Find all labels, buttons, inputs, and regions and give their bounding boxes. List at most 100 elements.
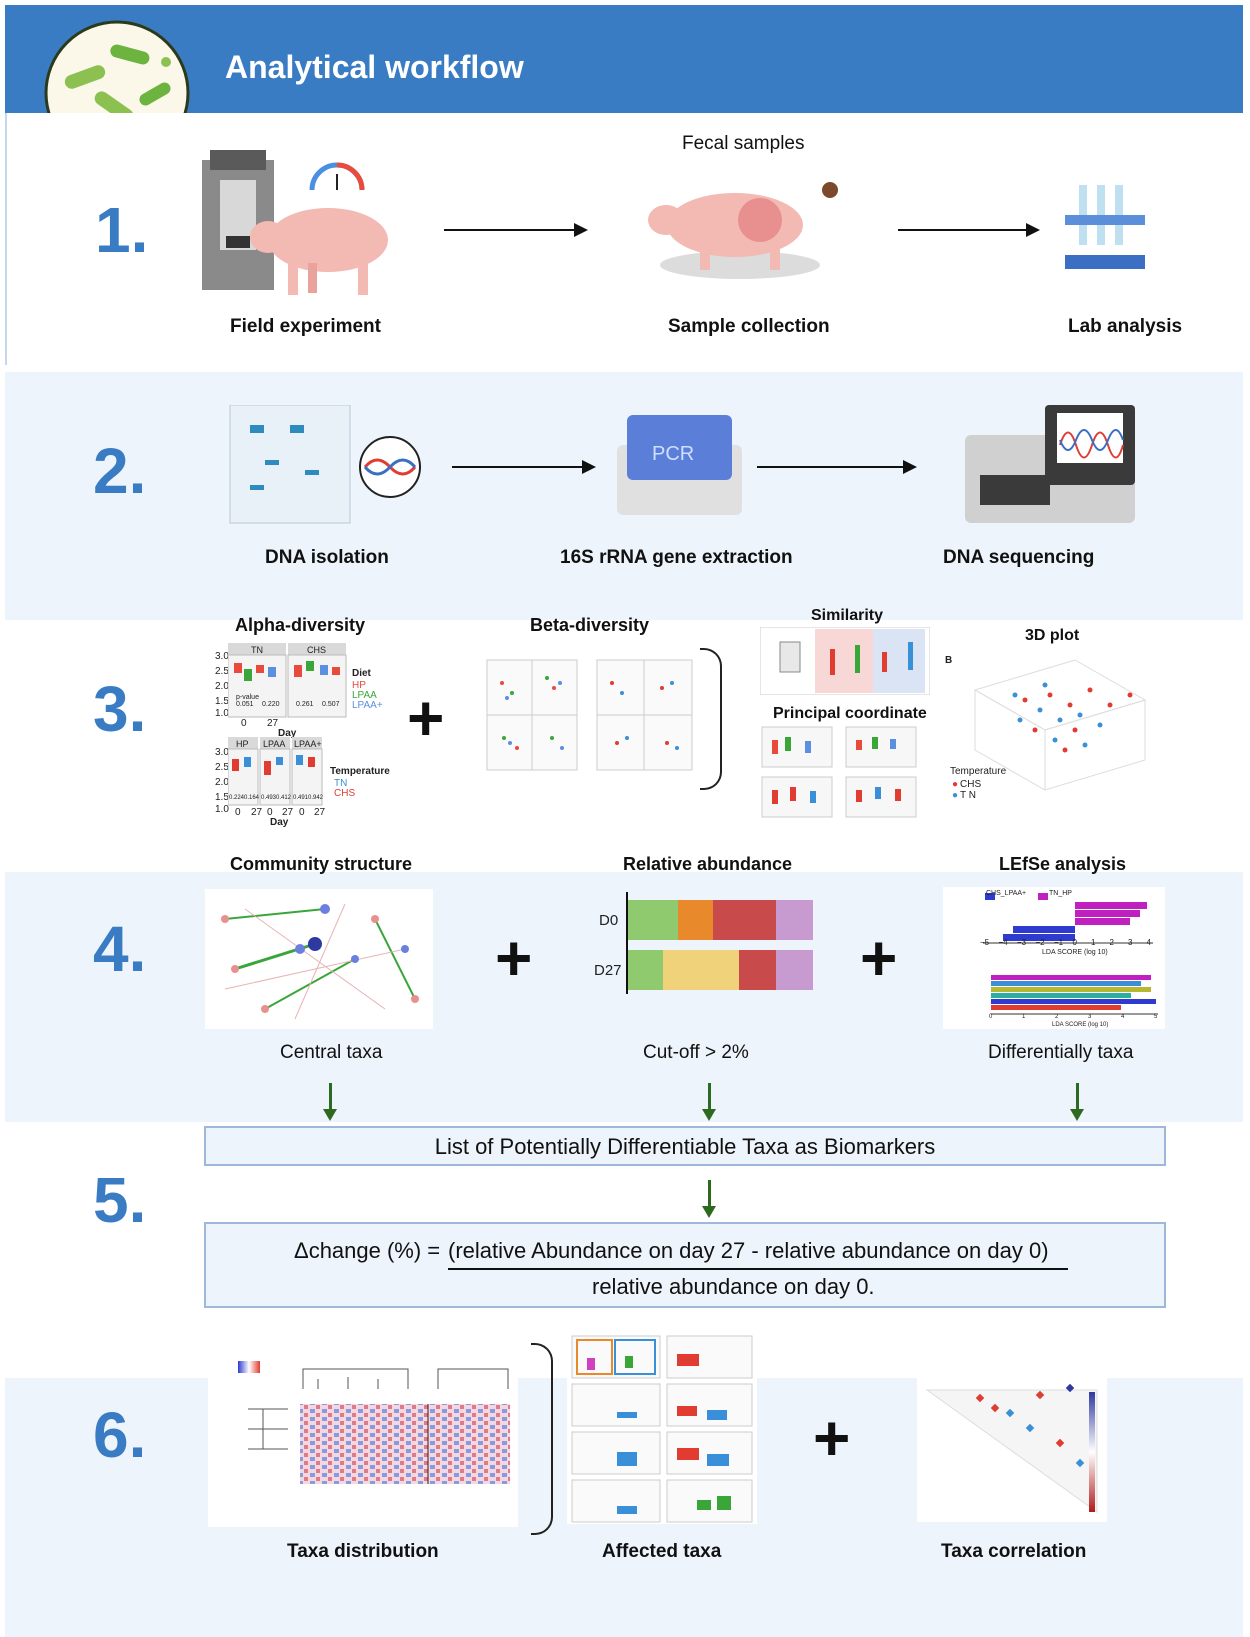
down-arrow-icon: [1070, 1083, 1084, 1121]
biomarker-list-text: List of Potentially Differentiable Taxa …: [434, 1134, 936, 1159]
plus-icon: +: [495, 922, 533, 994]
rrna-extraction-label: 16S rRNA gene extraction: [560, 547, 793, 568]
alpha-panel-label: HP: [236, 739, 249, 749]
plot3d-title: 3D plot: [1025, 627, 1080, 644]
formula-denominator: relative abundance on day 0.: [592, 1274, 875, 1299]
grouping-brace: [531, 1343, 553, 1535]
alpha-pvalue: 0.220: [262, 701, 280, 708]
step2-number: 2.: [93, 435, 147, 507]
pcr-machine-icon: PCR: [617, 415, 742, 515]
step5-number: 5.: [93, 1164, 147, 1236]
gel-electrophoresis-icon: [229, 405, 421, 524]
fecal-samples-label: Fecal samples: [682, 133, 805, 154]
plus-icon: +: [407, 682, 445, 754]
alpha-xtick: 0: [241, 718, 247, 729]
alpha-xlabel: Day: [270, 817, 289, 828]
pig-icon: [250, 208, 388, 295]
alpha-xtick: 27: [251, 807, 263, 818]
lefse-xtick: −5: [980, 938, 990, 947]
lefse-xlabel-2: LDA SCORE (log 10): [1052, 1022, 1109, 1028]
alpha-temp-legend-item: TN: [334, 778, 348, 789]
alpha-pvalue: 0.164: [244, 795, 260, 801]
abundance-bar-segment: [677, 900, 714, 940]
pcoa-title: Principal coordinate: [773, 705, 927, 722]
alpha-ytick: 1.5: [215, 792, 229, 803]
alpha-diet-legend-title: Diet: [352, 668, 371, 679]
plus-icon: +: [860, 922, 898, 994]
down-arrow-icon: [702, 1180, 716, 1218]
alpha-pvalue: 0.507: [322, 701, 340, 708]
taxa-correlation-label: Taxa correlation: [941, 1541, 1087, 1562]
plus-icon: +: [813, 1402, 851, 1474]
lefse-xtick: 3: [1128, 938, 1133, 947]
flow-arrow: [898, 223, 1040, 237]
alpha-ytick: 2.5: [215, 762, 229, 773]
fraction-bar: [448, 1268, 1068, 1270]
alpha-diversity-title: Alpha-diversity: [235, 615, 366, 635]
alpha-pvalue-label: p-value: [236, 694, 259, 701]
alpha-temp-legend-item: CHS: [334, 788, 356, 799]
alpha-panel-a-plot: [228, 643, 347, 718]
flow-arrow: [757, 460, 917, 474]
alpha-pvalue: 0.493: [261, 795, 277, 801]
step3-number: 3.: [93, 673, 147, 745]
sample-collection-label: Sample collection: [668, 316, 830, 337]
alpha-pvalue: 0.491: [293, 795, 309, 801]
step1-number: 1.: [95, 194, 149, 266]
lefse-xtick: 0: [989, 1014, 993, 1020]
plot3d-legend-marker: ●: [952, 779, 959, 790]
abundance-row-label: D27: [594, 962, 622, 979]
thermometer-gauge-icon: [309, 162, 365, 191]
abundance-bar-segment: [739, 950, 776, 990]
abundance-bar-segment: [628, 900, 678, 940]
feeder-machine-icon: [202, 150, 274, 290]
alpha-panel-b-plot: [228, 737, 323, 806]
alpha-ytick: 3.0: [215, 747, 229, 758]
lefse-title: LEfSe analysis: [999, 854, 1127, 874]
biomarker-list-box: List of Potentially Differentiable Taxa …: [204, 1126, 1166, 1166]
test-tube-rack-icon: [1065, 185, 1145, 269]
pig-digestive-icon: [648, 182, 838, 279]
differentially-taxa-label: Differentially taxa: [988, 1042, 1134, 1063]
lefse-xtick: 4: [1146, 938, 1151, 947]
network-graph: [205, 889, 433, 1029]
abundance-bar-segment: [776, 900, 813, 940]
alpha-xtick: 27: [267, 718, 279, 729]
field-experiment-label: Field experiment: [230, 316, 381, 337]
abundance-chart: [628, 900, 813, 992]
alpha-ytick: 1.5: [215, 696, 229, 707]
lefse-xlabel: LDA SCORE (log 10): [1042, 949, 1108, 956]
alpha-diet-legend-item: LPAA+: [352, 700, 383, 711]
alpha-panel-label: LPAA+: [294, 739, 322, 749]
alpha-xlabel: Day: [278, 728, 297, 739]
beta-diversity-title: Beta-diversity: [530, 615, 650, 635]
alpha-xtick: 0: [235, 807, 241, 818]
similarity-plot: [760, 627, 930, 695]
similarity-title: Similarity: [811, 607, 884, 624]
affected-taxa-plots: [567, 1332, 757, 1524]
alpha-ytick: 2.0: [215, 777, 229, 788]
alpha-ytick: 2.0: [215, 681, 229, 692]
alpha-xtick: 0: [267, 807, 273, 818]
step4-number: 4.: [93, 913, 147, 985]
lefse-xtick: −4: [998, 938, 1008, 947]
alpha-xtick: 0: [299, 807, 305, 818]
plot3d-panel-letter: B: [945, 655, 953, 666]
alpha-diet-legend-item: HP: [352, 680, 366, 691]
alpha-pvalue: 0.051: [236, 701, 254, 708]
plot3d-legend-item: CHS: [960, 779, 982, 790]
plot3d-legend-title: Temperature: [950, 766, 1007, 777]
plot3d-legend-item: T N: [960, 790, 976, 801]
lefse-xtick: 1: [1091, 938, 1096, 947]
alpha-panel-label: TN: [251, 645, 263, 655]
lefse-xtick: 5: [1154, 1014, 1158, 1020]
community-structure-title: Community structure: [230, 854, 413, 874]
lefse-xtick: 2: [1055, 1014, 1059, 1020]
lefse-xtick: 2: [1109, 938, 1114, 947]
lefse-xtick: −2: [1035, 938, 1045, 947]
formula-numerator: (relative Abundance on day 27 - relative…: [448, 1238, 1049, 1263]
header-title: Analytical workflow: [225, 49, 524, 85]
relative-abundance-title: Relative abundance: [623, 854, 793, 874]
alpha-xtick: 27: [314, 807, 326, 818]
taxa-distribution-label: Taxa distribution: [287, 1541, 439, 1562]
